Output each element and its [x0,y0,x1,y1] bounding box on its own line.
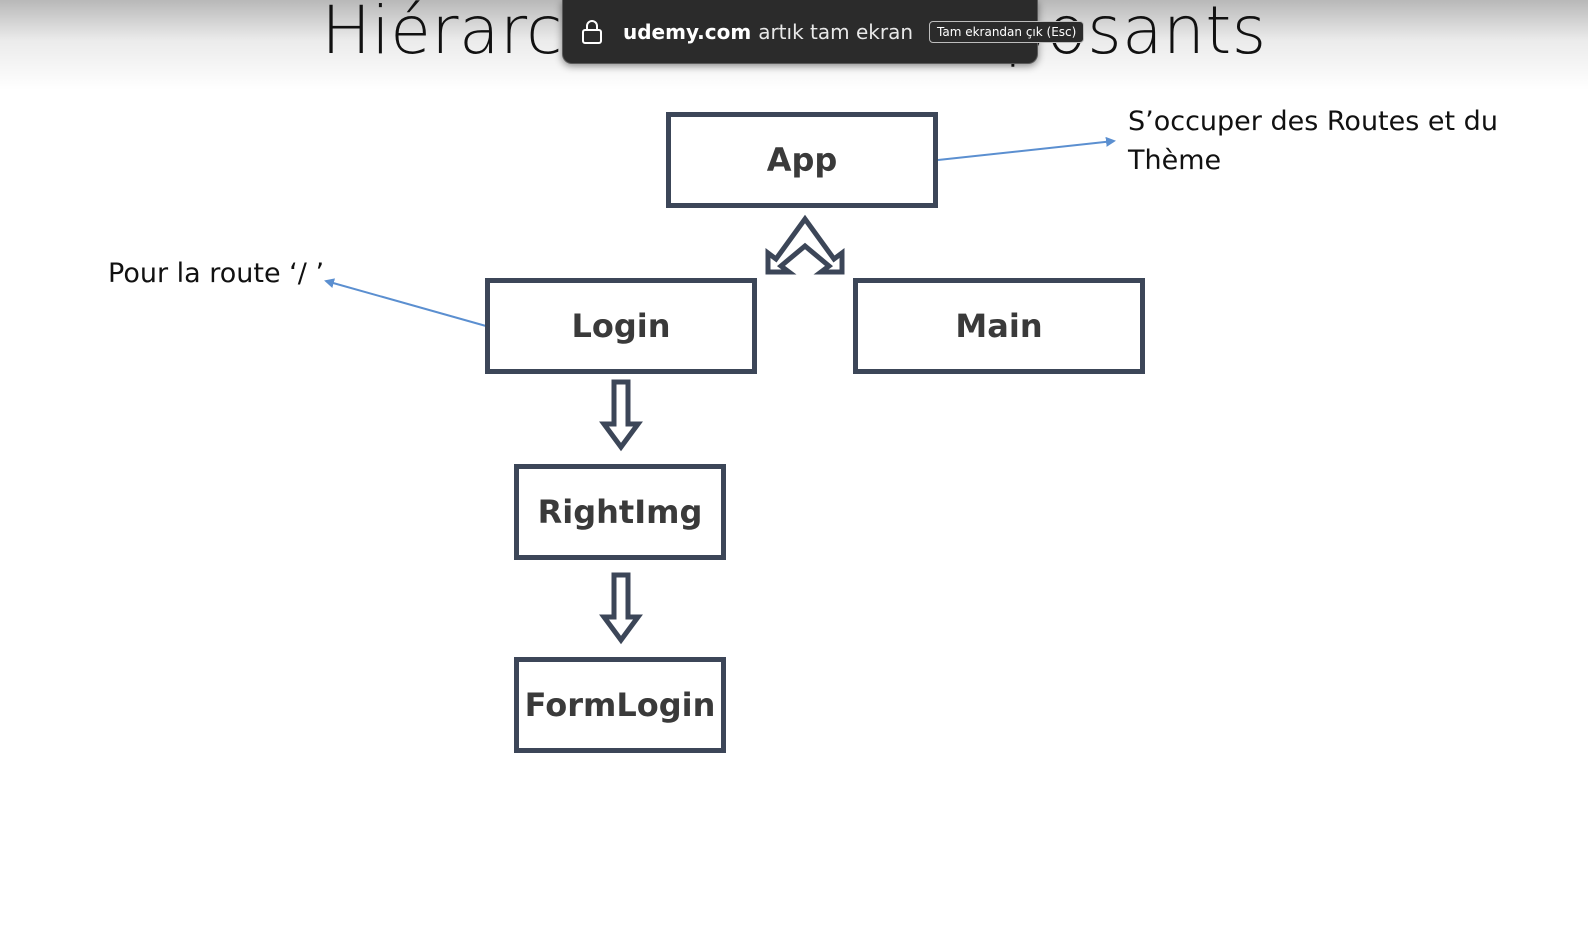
app-annotation: S’occuper des Routes et du Thème [1128,102,1498,180]
node-main: Main [853,278,1145,374]
node-right-img: RightImg [514,464,726,560]
node-form-login: FormLogin [514,657,726,753]
app-annotation-line1: S’occuper des Routes et du [1128,106,1498,137]
branch-arrow-icon [765,214,845,275]
node-right-img-label: RightImg [537,493,703,531]
app-annotation-line2: Thème [1128,145,1222,176]
node-app-label: App [766,141,838,179]
fullscreen-message: artık tam ekran [758,19,913,44]
lock-icon [582,19,602,44]
exit-fullscreen-button[interactable]: Tam ekrandan çık (Esc) [929,20,1085,43]
fullscreen-domain: udemy.com [623,19,752,44]
fullscreen-banner: udemy.com artık tam ekran Tam ekrandan ç… [562,0,1085,64]
node-main-label: Main [955,307,1043,345]
node-app: App [666,112,938,208]
app-annotation-arrow [937,136,1116,161]
node-login: Login [485,278,757,374]
login-annotation-arrow [324,278,487,327]
down-arrow-icon [599,379,643,452]
down-arrow-icon [599,572,643,645]
login-annotation: Pour la route ‘/ ’ [108,258,325,289]
node-login-label: Login [571,307,671,345]
node-form-login-label: FormLogin [524,686,716,724]
